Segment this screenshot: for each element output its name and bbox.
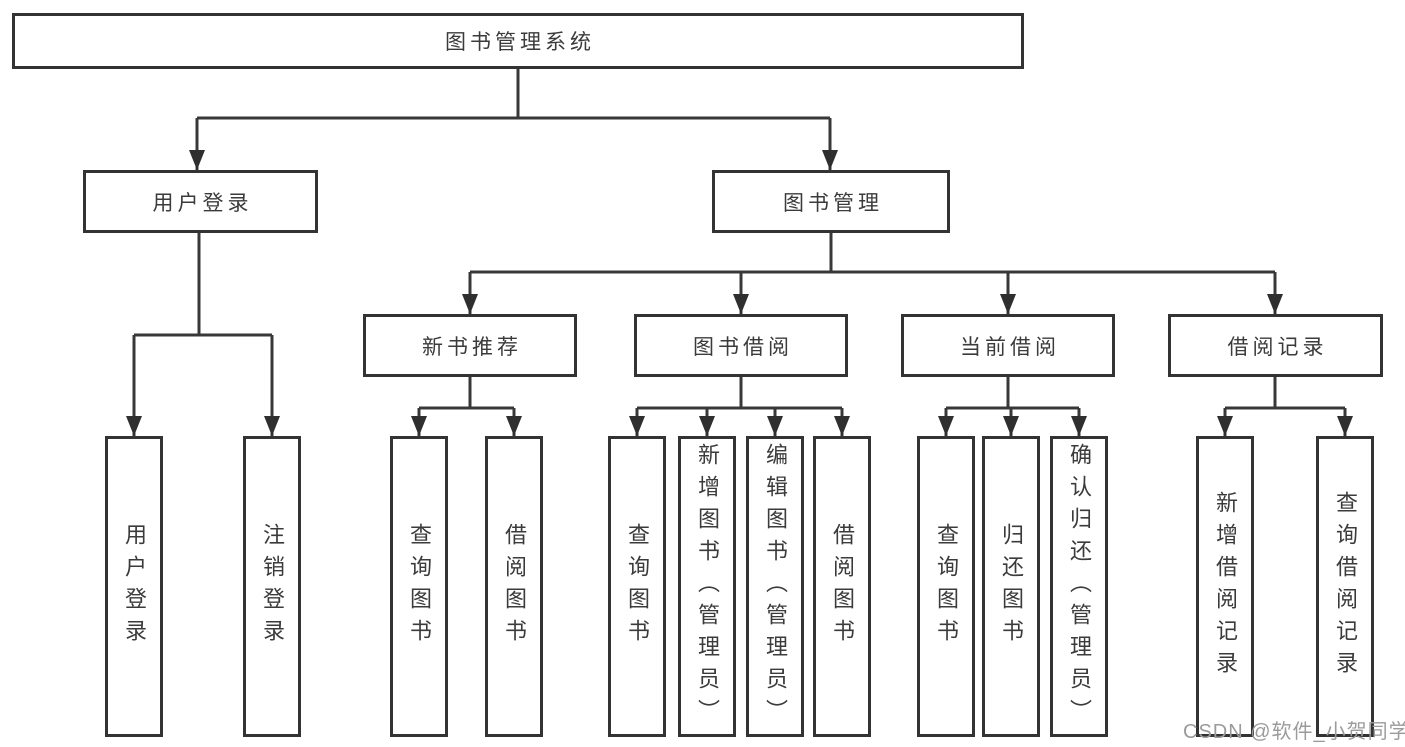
leaf-label: 确认归还（管理员） xyxy=(1067,442,1092,731)
leaf-label: 查询图书 xyxy=(407,522,432,651)
leaf-label: 借阅图书 xyxy=(502,522,527,651)
leaf-user-login: 用户登录 xyxy=(105,436,163,737)
leaf-return-books: 归还图书 xyxy=(982,436,1040,737)
node-label: 图书管理系统 xyxy=(445,31,595,54)
node-library-management-system: 图书管理系统 xyxy=(12,13,1024,69)
leaf-logout: 注销登录 xyxy=(243,436,301,737)
csdn-watermark: CSDN @软件_小贺同学 xyxy=(1183,721,1405,743)
node-label: 用户登录 xyxy=(152,191,253,215)
connector-root-branch xyxy=(197,69,830,120)
leaf-label: 新增图书（管理员） xyxy=(695,442,720,731)
leaf-label: 查询图书 xyxy=(625,522,650,651)
leaf-confirm-return-admin: 确认归还（管理员） xyxy=(1050,436,1108,737)
leaf-label: 借阅图书 xyxy=(830,522,855,651)
leaf-label: 查询借阅记录 xyxy=(1333,490,1358,683)
node-book-management: 图书管理 xyxy=(712,170,950,233)
connector-book-mgmt-branch xyxy=(470,233,1275,274)
leaf-add-book-admin: 新增图书（管理员） xyxy=(678,436,736,737)
node-label: 借阅记录 xyxy=(1227,335,1328,359)
node-borrowing-records: 借阅记录 xyxy=(1168,314,1383,377)
node-label: 图书借阅 xyxy=(693,335,793,359)
leaf-label: 用户登录 xyxy=(122,522,147,651)
leaf-edit-book-admin: 编辑图书（管理员） xyxy=(746,436,804,737)
leaf-label: 归还图书 xyxy=(999,522,1024,651)
connector-user-login-branch xyxy=(134,233,272,337)
leaf-label: 注销登录 xyxy=(260,522,285,651)
leaf-label: 查询图书 xyxy=(934,522,959,651)
node-new-book-recommendation: 新书推荐 xyxy=(363,314,577,377)
connector-borrowing-branch xyxy=(637,377,842,410)
node-label: 当前借阅 xyxy=(960,335,1060,359)
leaf-add-borrow-record: 新增借阅记录 xyxy=(1196,436,1254,737)
connector-records-branch xyxy=(1225,377,1345,410)
node-book-borrowing: 图书借阅 xyxy=(634,314,848,377)
leaf-label: 编辑图书（管理员） xyxy=(763,442,788,731)
leaf-query-books-recommend: 查询图书 xyxy=(390,436,448,737)
leaf-borrow-books-borrowing: 借阅图书 xyxy=(813,436,871,737)
leaf-label: 新增借阅记录 xyxy=(1213,490,1238,683)
node-current-borrowing: 当前借阅 xyxy=(901,314,1115,377)
node-label: 新书推荐 xyxy=(422,335,522,359)
leaf-query-books-borrowing: 查询图书 xyxy=(608,436,666,737)
leaf-query-books-current: 查询图书 xyxy=(917,436,975,737)
connector-recommend-branch xyxy=(419,377,514,410)
connector-current-branch xyxy=(946,377,1079,410)
node-user-login-group: 用户登录 xyxy=(83,170,318,233)
node-label: 图书管理 xyxy=(783,191,883,215)
leaf-borrow-books-recommend: 借阅图书 xyxy=(485,436,543,737)
leaf-query-borrow-record: 查询借阅记录 xyxy=(1316,436,1374,737)
